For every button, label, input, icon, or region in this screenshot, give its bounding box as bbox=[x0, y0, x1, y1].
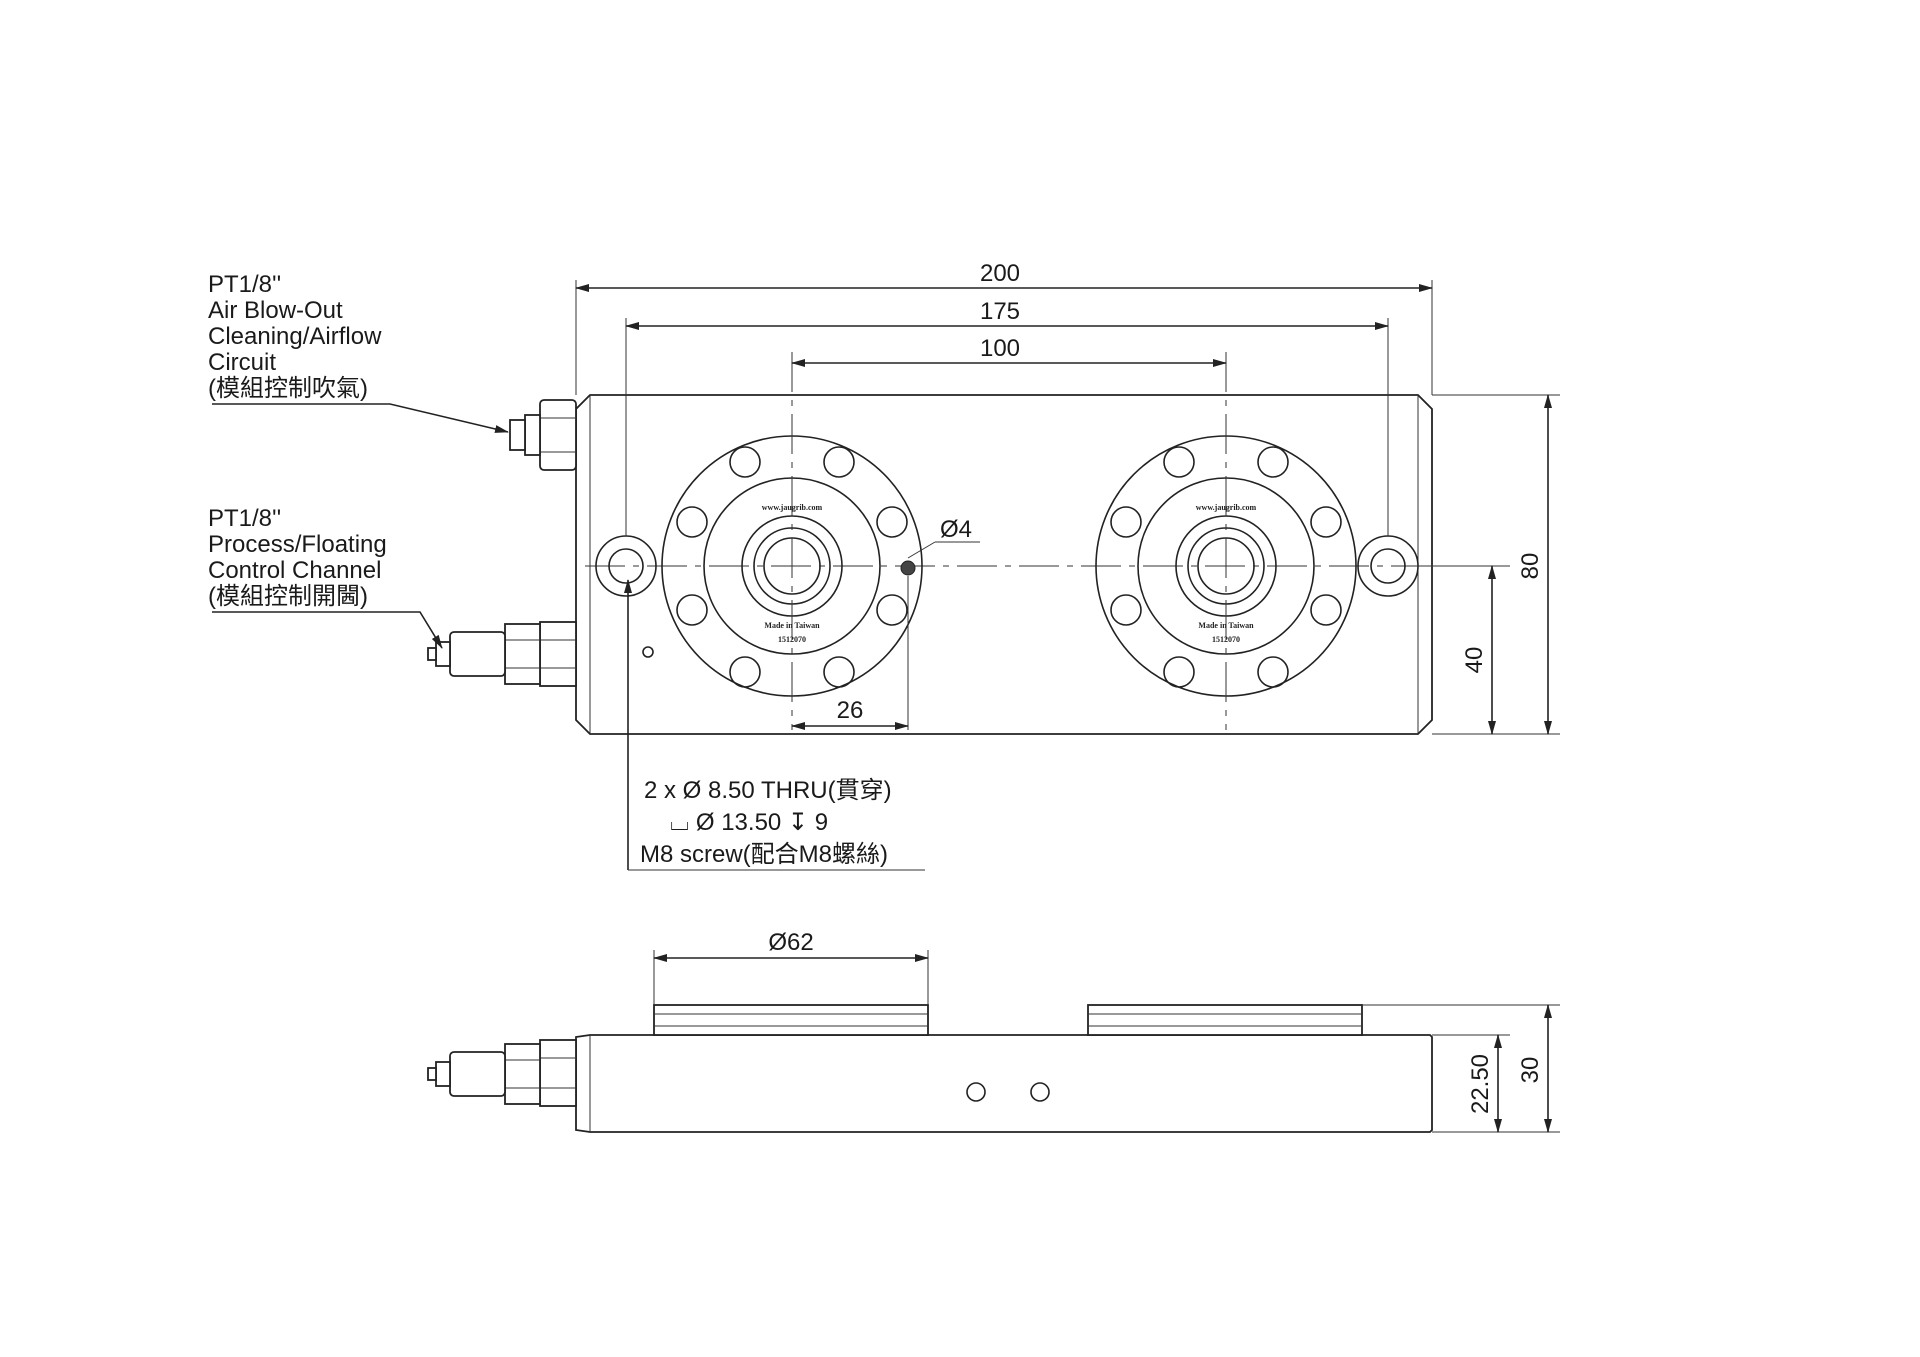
svg-text:(模組控制吹氣): (模組控制吹氣) bbox=[208, 375, 368, 402]
bolt-circle-left bbox=[676, 446, 908, 688]
dim-body-height: 22.50 bbox=[1467, 1054, 1494, 1114]
dim-module-pitch: 100 bbox=[980, 335, 1020, 362]
svg-text:M8 screw(配合M8螺絲): M8 screw(配合M8螺絲) bbox=[640, 841, 888, 868]
svg-text:Control Channel: Control Channel bbox=[208, 557, 381, 584]
svg-text:Circuit: Circuit bbox=[208, 349, 276, 376]
dim-module-diameter: Ø62 bbox=[768, 929, 813, 956]
top-view: www.jaugrib.com Made in Taiwan 1512070 w… bbox=[208, 260, 1560, 871]
dim-total-height: 30 bbox=[1517, 1057, 1544, 1084]
svg-text:Process/Floating: Process/Floating bbox=[208, 531, 387, 558]
dim-center-height: 40 bbox=[1461, 647, 1488, 674]
svg-text:PT1/8'': PT1/8'' bbox=[208, 271, 281, 298]
air-blow-fitting bbox=[509, 399, 577, 471]
svg-text:PT1/8'': PT1/8'' bbox=[208, 505, 281, 532]
dim-pin-hole: Ø4 bbox=[940, 516, 972, 543]
bolt-circle-right bbox=[1110, 446, 1342, 688]
svg-text:⌴ Ø 13.50 ↧ 9: ⌴ Ø 13.50 ↧ 9 bbox=[670, 809, 828, 836]
callout-mount-holes: 2 x Ø 8.50 THRU(貫穿) ⌴ Ø 13.50 ↧ 9 M8 scr… bbox=[624, 579, 925, 871]
small-hole bbox=[642, 646, 654, 658]
svg-text:(模組控制開閪): (模組控制開閪) bbox=[208, 583, 368, 610]
svg-text:Cleaning/Airflow: Cleaning/Airflow bbox=[208, 323, 382, 350]
process-fitting bbox=[427, 621, 577, 687]
side-port-1 bbox=[966, 1082, 986, 1102]
side-fitting bbox=[427, 1039, 577, 1107]
callout-process-channel: PT1/8'' Process/Floating Control Channel… bbox=[208, 505, 443, 649]
callout-air-blow: PT1/8'' Air Blow-Out Cleaning/Airflow Ci… bbox=[208, 271, 509, 433]
side-body bbox=[575, 1034, 1433, 1133]
side-module-left bbox=[653, 1004, 929, 1036]
dim-overall-width: 80 bbox=[1517, 553, 1544, 580]
dim-overall-length: 200 bbox=[980, 260, 1020, 287]
svg-text:2 x Ø 8.50 THRU(貫穿): 2 x Ø 8.50 THRU(貫穿) bbox=[644, 777, 892, 804]
dim-pin-offset: 26 bbox=[837, 697, 864, 724]
dim-anchor-span: 175 bbox=[980, 298, 1020, 325]
svg-text:Air Blow-Out: Air Blow-Out bbox=[208, 297, 343, 324]
side-port-2 bbox=[1030, 1082, 1050, 1102]
side-view: Ø62 22.50 30 bbox=[427, 929, 1560, 1133]
side-module-right bbox=[1087, 1004, 1363, 1036]
